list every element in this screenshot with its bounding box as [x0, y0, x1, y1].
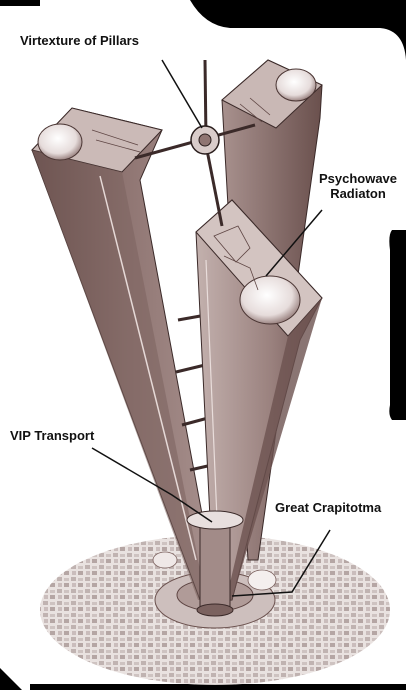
pillar-hub: [134, 59, 256, 227]
label-psychowave-line2: Radiaton: [330, 186, 386, 201]
label-vip-transport: VIP Transport: [10, 428, 95, 443]
pointer-lines: [91, 59, 331, 597]
pointer-psychowave: [265, 209, 323, 277]
bridges: [175, 313, 213, 472]
label-great-crapitotma: Great Crapitotma: [275, 500, 382, 515]
label-psychowave-radiaton: Psychowave Radiaton: [312, 171, 404, 201]
pointer-great: [231, 529, 331, 597]
pointer-pillars: [161, 59, 203, 129]
left-tower: [31, 107, 219, 601]
central-column: [186, 510, 244, 617]
label-psychowave-line1: Psychowave: [318, 171, 398, 186]
label-virtexture-of-pillars: Virtexture of Pillars: [20, 33, 139, 48]
pointer-vip: [91, 447, 213, 523]
front-tower: [195, 199, 323, 601]
